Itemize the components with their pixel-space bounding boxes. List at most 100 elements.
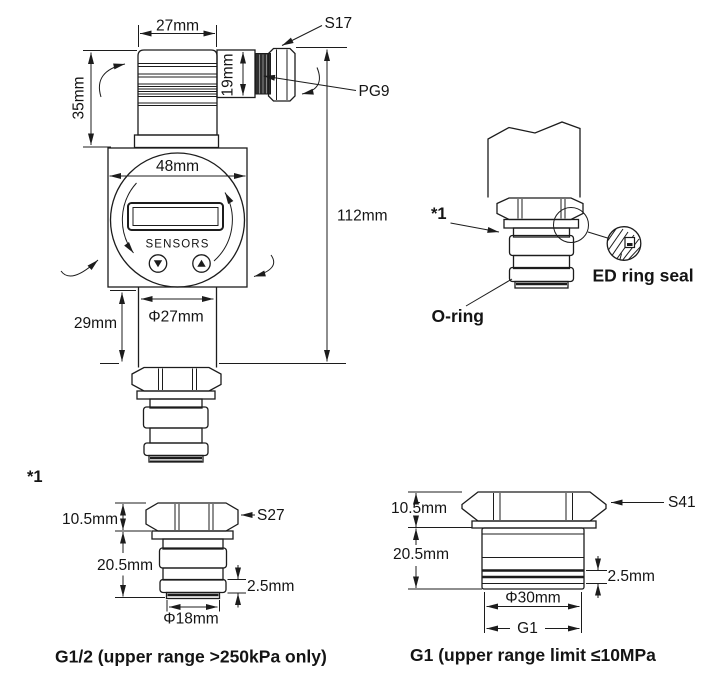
fitting-oring-section: [508, 266, 575, 283]
washer: [151, 530, 234, 540]
dim-10-5mm: 10.5mm: [62, 502, 146, 530]
g12-thread-detail: *1 10.5mm 20.5mm 2.5mm: [27, 468, 327, 667]
ed-ring-seal-core: [627, 243, 633, 246]
dim-29mm: 29mm: [74, 290, 136, 364]
rotate-arc-right-icon: [213, 192, 234, 262]
rotate-arrow-top-right-icon: [301, 67, 320, 95]
fitting-oring-section: [143, 442, 209, 457]
footnote-marker-text: *1: [431, 205, 447, 223]
fitting-ring-upper: [142, 406, 209, 429]
up-button: [192, 254, 211, 273]
dim-label-29mm: 29mm: [74, 315, 117, 332]
rotate-arrow-top-left-icon: [99, 63, 126, 98]
ed-ring-seal-label: ED ring seal: [593, 266, 694, 286]
fitting-tip: [165, 591, 221, 600]
dim-label-112mm: 112mm: [337, 208, 388, 225]
fitting-tip: [148, 454, 204, 463]
dim-48mm: 48mm: [109, 158, 246, 179]
dim-label-2-5mm: 2.5mm: [608, 568, 655, 585]
fitting-ring-upper: [158, 547, 228, 569]
dim-112mm: 112mm: [219, 47, 388, 364]
dim-27mm: 27mm: [138, 18, 217, 47]
triangle-up-icon: [197, 259, 206, 267]
fitting-tip: [514, 280, 569, 289]
rotate-arrow-side-right-icon: [253, 254, 275, 277]
dim-phi18mm: Φ18mm: [163, 600, 220, 628]
label-pg9: PG9: [263, 74, 390, 100]
head-bezel: [109, 152, 246, 288]
display-head: SENSORS: [107, 147, 248, 288]
g1-caption: G1 (upper range limit ≤10MPa: [410, 645, 656, 665]
footnote-pointer: *1: [431, 205, 500, 233]
label-s17: S17: [281, 15, 353, 46]
g12-caption: G1/2 (upper range >250kPa only): [55, 647, 327, 667]
neck-and-fitting: [131, 287, 222, 463]
fitting-neck-lower: [512, 254, 571, 270]
hex-nut: [131, 366, 222, 392]
hex-nut: [145, 502, 239, 532]
fitting-ring-upper: [508, 234, 575, 257]
detail-callout-circle: [553, 207, 589, 243]
fitting-neck-lower: [162, 567, 224, 581]
down-button: [148, 254, 168, 273]
hex-nut: [461, 491, 607, 522]
g1-thread-detail: 10.5mm 20.5mm 2.5mm Φ30mm G1: [391, 491, 696, 665]
display-brand-text: SENSORS: [146, 239, 210, 251]
fitting-neck-upper: [162, 538, 224, 550]
dim-10-5mm: 10.5mm: [391, 491, 462, 527]
ed-ring-cross-section: [624, 236, 636, 249]
transmitter-body-broken: [487, 121, 581, 198]
din-connector: [133, 49, 220, 149]
dim-label-phi18mm: Φ18mm: [163, 611, 218, 628]
dim-label-2-5mm: 2.5mm: [247, 578, 294, 595]
dim-label-10-5mm: 10.5mm: [391, 500, 447, 517]
body-with-break-line: [487, 121, 581, 198]
dim-label-35mm: 35mm: [71, 76, 88, 119]
hex-nut: [496, 197, 584, 221]
dim-label-19mm: 19mm: [220, 53, 237, 96]
cable-gland: [216, 47, 296, 102]
footnote-marker-text: *1: [27, 468, 43, 486]
o-ring-label: O-ring: [432, 306, 485, 326]
dim-20-5mm: 20.5mm: [97, 530, 165, 598]
dim-label-48mm: 48mm: [156, 158, 199, 175]
fitting-oring-section: [159, 578, 227, 594]
magnified-circle: [606, 226, 642, 261]
rotate-arrow-side-left-icon: [60, 259, 99, 277]
label-s27: S27: [241, 507, 285, 524]
dim-phi27mm: Φ27mm: [141, 296, 214, 326]
thread-body: [481, 527, 585, 590]
gland-hex-nut: [267, 47, 296, 102]
seal-detail-view: *1 ED ring seal O-ring: [431, 121, 694, 326]
fitting-neck-upper: [512, 227, 571, 238]
dim-label-phi30mm: Φ30mm: [505, 590, 560, 607]
dim-label-27mm: 27mm: [156, 18, 199, 35]
s27-label-text: S27: [257, 507, 285, 524]
connector-body: [137, 49, 218, 136]
washer: [471, 520, 597, 529]
dim-2-5mm: 2.5mm: [586, 556, 655, 598]
s17-label-text: S17: [325, 15, 353, 32]
seal-magnified-detail: [606, 226, 642, 261]
dim-label-20-5mm: 20.5mm: [393, 546, 449, 563]
s41-label-text: S41: [668, 494, 696, 511]
dim-g1: G1: [486, 620, 580, 637]
washer: [503, 218, 580, 229]
rotate-arc-left-icon: [121, 182, 137, 254]
dim-label-g1: G1: [517, 620, 538, 637]
dim-35mm: 35mm: [71, 50, 137, 148]
connector-ribs: [138, 63, 217, 106]
oring-pointer: O-ring: [432, 278, 513, 326]
main-elevation-view: SENSORS: [60, 15, 390, 463]
label-s41: S41: [611, 494, 696, 511]
connector-flange: [133, 134, 220, 149]
dim-label-10-5mm: 10.5mm: [62, 511, 118, 528]
dim-phi30mm: Φ30mm: [484, 590, 582, 633]
dim-19mm: 19mm: [220, 52, 246, 97]
fitting-neck-lower: [149, 427, 203, 444]
triangle-down-icon: [153, 260, 163, 268]
fitting-neck-upper: [149, 398, 203, 409]
dim-label-20-5mm: 20.5mm: [97, 557, 153, 574]
